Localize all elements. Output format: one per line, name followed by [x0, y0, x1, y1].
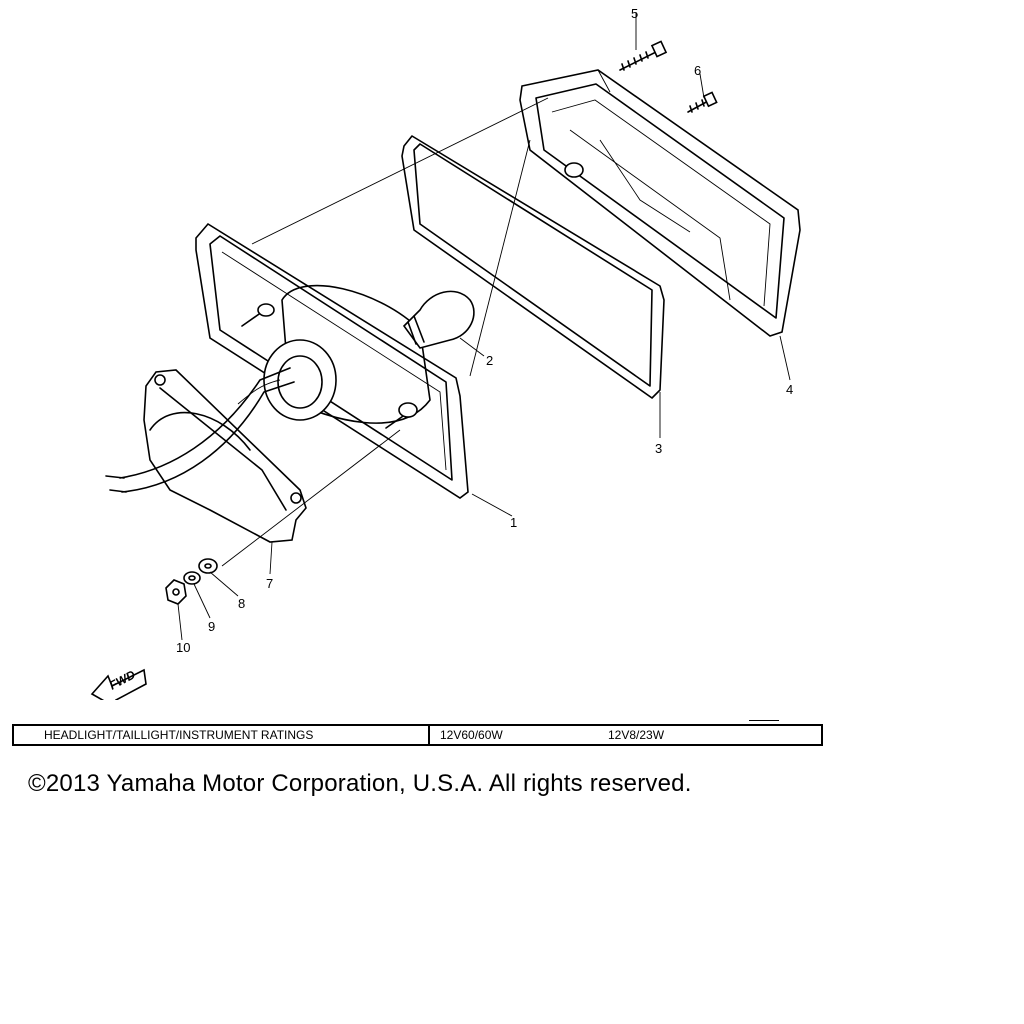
ratings-table: HEADLIGHT/TAILLIGHT/INSTRUMENT RATINGS 1…	[12, 720, 823, 746]
callout-8: 8	[238, 596, 245, 611]
copyright-notice: ©2013 Yamaha Motor Corporation, U.S.A. A…	[28, 770, 692, 797]
leader-lines	[177, 335, 791, 641]
short-screw	[687, 73, 718, 113]
ratings-label: HEADLIGHT/TAILLIGHT/INSTRUMENT RATINGS	[14, 726, 430, 744]
hex-nut	[165, 579, 187, 605]
lock-washer	[183, 571, 201, 585]
callout-5: 5	[631, 6, 638, 21]
ratings-topline	[749, 720, 779, 721]
callout-1: 1	[510, 515, 517, 530]
ratings-value-taillight: 12V8/23W	[608, 728, 665, 742]
callout-2: 2	[486, 353, 493, 368]
bulb	[402, 290, 485, 357]
callout-4: 4	[786, 382, 793, 397]
ratings-value-headlight: 12V60/60W	[440, 728, 503, 742]
callout-9: 9	[208, 619, 215, 634]
wire-harness	[105, 367, 295, 493]
fwd-arrow-icon: FWD	[90, 667, 147, 700]
long-screw	[619, 12, 668, 71]
callout-7: 7	[266, 576, 273, 591]
base-plate	[195, 222, 469, 499]
callout-10: 10	[176, 640, 190, 655]
exploded-parts-diagram: 1 2 3 4 5 6 7 8 9 10 FWD	[90, 6, 801, 700]
flat-washer	[198, 558, 218, 574]
assembly-guides	[221, 97, 549, 567]
gasket	[401, 135, 665, 399]
callout-3: 3	[655, 441, 662, 456]
callout-6: 6	[694, 63, 701, 78]
lens-housing	[519, 69, 801, 337]
socket-bracket	[143, 369, 307, 543]
